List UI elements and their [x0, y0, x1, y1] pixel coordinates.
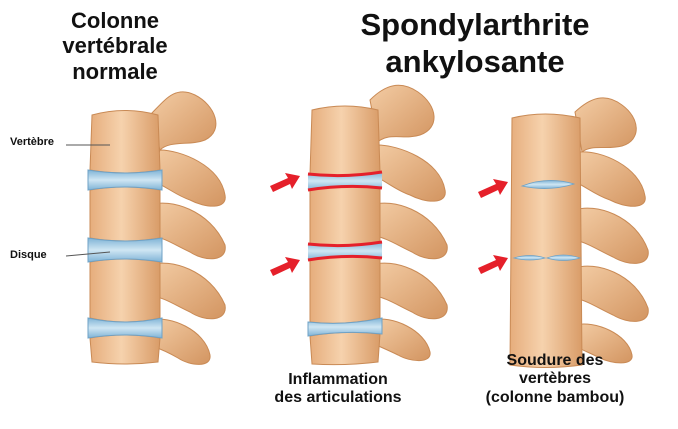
inflamed-spine	[270, 85, 447, 364]
inflammation-arrows	[270, 173, 300, 276]
fusion-caption: Soudure des vertèbres (colonne bambou)	[445, 352, 665, 407]
main-title: Spondylarthrite ankylosante	[305, 6, 645, 80]
disc-label: Disque	[10, 249, 47, 262]
fused-processes	[575, 98, 648, 363]
fused-column	[510, 114, 582, 368]
fusion-arrows	[478, 179, 508, 274]
vertebra-label: Vertèbre	[10, 136, 54, 149]
arrow-icon	[478, 255, 508, 274]
arrow-icon	[270, 257, 300, 276]
fused-spine	[478, 98, 648, 368]
arrow-icon	[270, 173, 300, 192]
arrow-icon	[478, 179, 508, 198]
normal-spine-title: Colonne vertébrale normale	[30, 8, 200, 84]
normal-spine	[66, 92, 225, 365]
inflammation-caption: Inflammation des articulations	[248, 371, 428, 408]
